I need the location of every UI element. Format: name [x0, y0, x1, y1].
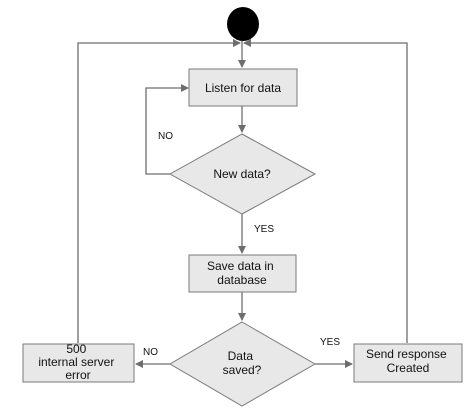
new-data-label: New data?: [213, 167, 271, 181]
send-response-label: Send response Created: [366, 347, 450, 375]
save-data-line-2: database: [217, 273, 267, 287]
error-line-2: internal server: [38, 355, 114, 369]
data-saved-decision: [169, 321, 317, 407]
edge-error-return: [77, 39, 241, 343]
edge-response-return: [243, 39, 408, 343]
new-data-yes-label: YES: [254, 224, 274, 235]
error-label: 500 internal server error: [38, 342, 117, 382]
send-response-line-2: Created: [387, 361, 430, 375]
listen-box: [188, 68, 298, 107]
data-saved-yes-label: YES: [320, 337, 340, 348]
save-data-line-1: Save data in: [207, 259, 274, 273]
save-data-label: Save data in database: [207, 259, 277, 287]
error-box: [22, 343, 135, 383]
edge-new-data-no-loop: [145, 84, 189, 175]
data-saved-line-1: Data: [228, 349, 254, 363]
listen-label: Listen for data: [205, 81, 281, 95]
send-response-line-1: Send response: [366, 347, 447, 361]
send-response-box: [353, 343, 463, 383]
start-node: [227, 7, 259, 41]
data-saved-line-2: saved?: [223, 363, 262, 377]
data-saved-no-label: NO: [143, 347, 158, 358]
save-data-box: [188, 254, 297, 293]
new-data-decision: [168, 133, 317, 215]
data-saved-label: Data saved?: [223, 349, 262, 377]
error-line-3: error: [65, 368, 90, 382]
error-line-1: 500: [66, 342, 86, 356]
new-data-no-label: NO: [158, 131, 173, 142]
